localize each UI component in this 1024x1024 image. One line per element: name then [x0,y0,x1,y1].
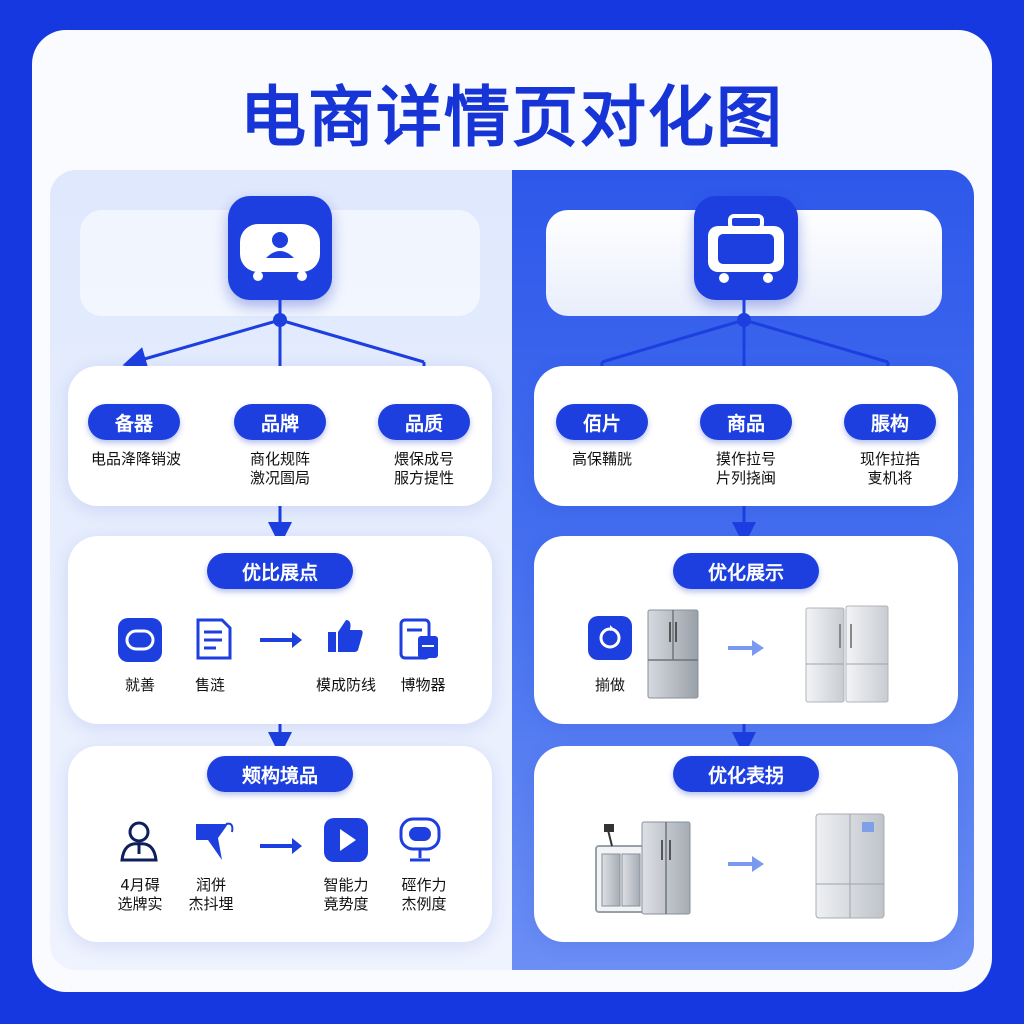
arrow-right-light-icon [728,856,764,872]
left-category-desc: 煨保成号 服方提性 [393,450,454,487]
right-category-desc: 高保鞴胱 [571,450,632,468]
left-section3-item-label: 4月碍 选牌实 [117,876,163,913]
clipboard-icon [399,618,438,660]
left-app-icon [228,196,332,300]
fridge-image [805,605,889,703]
right-section2-pill: 优化展示 [673,553,819,589]
document-icon [196,618,232,660]
fridge-image [647,609,699,699]
right-app-icon [694,196,798,300]
right-section2-item-label: 揃做 [594,676,625,694]
monitor-icon [399,817,441,862]
left-category-pill: 品牌 [234,404,326,440]
play-icon [324,818,368,862]
left-section2-item-label: 博物器 [400,676,446,694]
fridge-image [595,821,691,915]
right-category-pill: 商品 [700,404,792,440]
right-section3-pill: 优化表拐 [673,756,819,792]
thumbs-up-icon [328,620,363,652]
suitcase-icon [708,214,784,283]
chat-bubble-icon [118,618,162,662]
left-section2-item-label: 模成防线 [315,676,376,694]
flag-icon [196,822,234,860]
refresh-icon [588,616,632,660]
arrow-right-light-icon [728,640,764,656]
arrow-right-icon [260,632,302,648]
right-category-pill: 佰片 [556,404,648,440]
left-section3-item-label: 润併 杰抖埋 [188,876,234,913]
right-category-desc: 摸作拉号 片列挠闽 [715,450,776,487]
arrow-right-icon [260,838,302,854]
left-section2-pill: 优比展点 [207,553,353,589]
fridge-image [815,813,885,919]
left-category-pill: 备器 [88,404,180,440]
left-category-desc: 商化规阵 激况圄局 [249,450,310,487]
right-category-desc: 现作拉捁 叓机将 [859,450,920,487]
left-category-pill: 品质 [378,404,470,440]
person-icon [120,821,158,862]
left-section3-item-label: 智能力 竟势度 [323,876,369,913]
right-category-pill: 脹构 [844,404,936,440]
left-section2-item-label: 就善 [124,676,155,694]
left-category-desc: 电品洚降销波 [90,450,181,468]
page-title: 电商详情页对化图 [240,79,784,156]
left-section2-item-label: 售涟 [194,676,225,694]
cart-user-icon [240,224,320,281]
left-section3-pill: 颊构境品 [207,756,353,792]
left-section3-item-label: 硜作力 杰例度 [401,876,447,913]
